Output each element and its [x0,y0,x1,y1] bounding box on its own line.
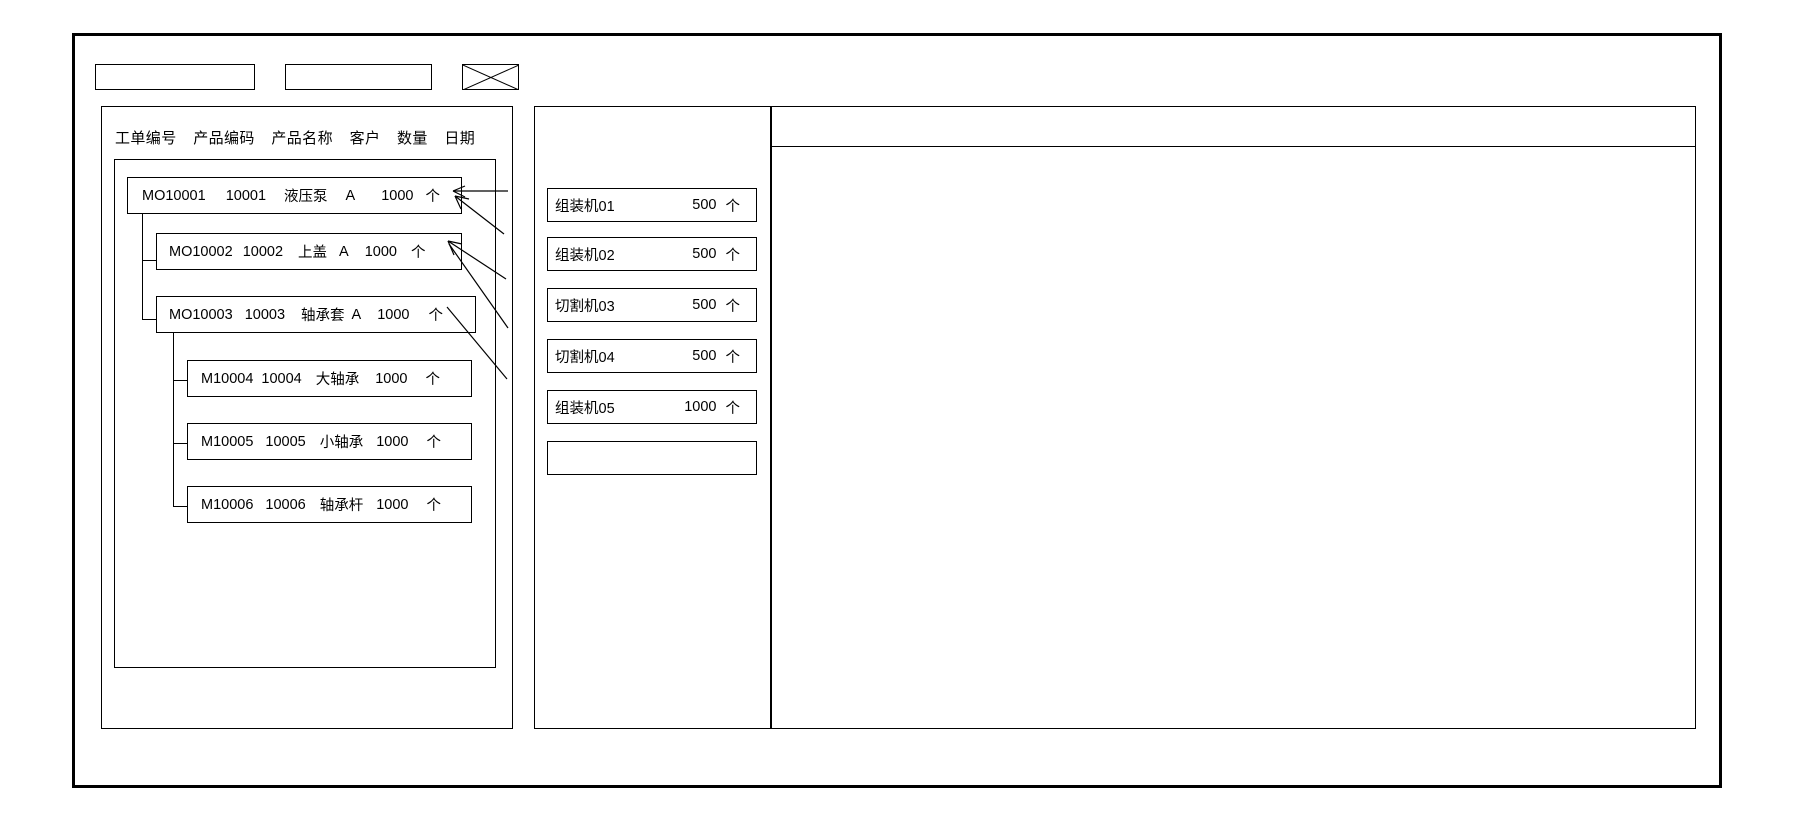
machine-qty: 500 [692,246,717,262]
cell-customer: A [351,306,362,323]
machine-name: 切割机03 [555,298,615,315]
cell-quantity: 1000 [377,306,410,323]
cell-unit: 个 [426,498,442,514]
image-placeholder-icon[interactable] [462,64,519,90]
column-header-order-no: 工单编号 [115,130,177,147]
cell-customer: A [345,187,356,204]
cell-product-name: 轴承杆 [319,498,364,514]
cell-unit: 个 [426,435,442,451]
cell-product-code: 10002 [242,243,284,260]
tree-connector-level2-c [173,320,188,507]
cell-unit: 个 [425,372,441,388]
cell-order-no: MO10003 [169,306,233,323]
toolbar-field-1[interactable] [95,64,255,90]
cell-quantity: 1000 [376,433,409,450]
detail-panel [771,106,1696,729]
machine-slot[interactable]: 切割机03 500 个 [547,288,757,322]
cell-product-code: 10006 [265,496,306,513]
cell-quantity: 1000 [375,370,408,387]
work-order-row[interactable]: MO10002 10002 上盖 A 1000 个 [156,233,462,270]
machine-qty: 500 [692,348,717,364]
machine-slot[interactable]: 组装机05 1000 个 [547,390,757,424]
cell-product-code: 10003 [244,306,286,323]
cell-unit: 个 [410,245,426,261]
app-window: 工单编号 产品编码 产品名称 客户 数量 日期 MO10001 10001 液压… [72,33,1722,788]
cell-unit: 个 [425,189,440,205]
cell-product-name: 小轴承 [319,435,364,451]
machine-unit: 个 [725,198,741,215]
machine-schedule-panel: 组装机01 500 个 组装机02 500 个 切割机03 500 个 切割机0… [534,106,771,729]
work-order-row[interactable]: MO10001 10001 液压泵 A 1000 个 [127,177,462,214]
work-order-row[interactable]: M10004 10004 大轴承 1000 个 [187,360,472,397]
toolbar [95,64,519,90]
work-order-list-container[interactable]: MO10001 10001 液压泵 A 1000 个 MO10002 10002… [114,159,496,668]
cell-order-no: MO10001 [142,187,206,204]
machine-qty: 1000 [684,399,717,415]
machine-name: 组装机05 [555,400,615,417]
machine-unit: 个 [725,400,741,417]
cell-quantity: 1000 [364,243,397,260]
machine-qty: 500 [692,197,717,213]
cell-product-name: 液压泵 [284,189,328,205]
cell-quantity: 1000 [381,187,414,204]
cell-product-code: 10005 [265,433,306,450]
cell-order-no: MO10002 [169,243,233,260]
cell-order-no: M10005 [201,433,254,450]
cell-customer: A [339,243,349,260]
toolbar-field-2[interactable] [285,64,432,90]
work-order-row[interactable]: M10006 10006 轴承杆 1000 个 [187,486,472,523]
column-header-customer: 客户 [349,130,381,147]
work-order-panel: 工单编号 产品编码 产品名称 客户 数量 日期 MO10001 10001 液压… [101,106,513,729]
cell-product-code: 10004 [261,370,302,387]
machine-slot[interactable]: 组装机01 500 个 [547,188,757,222]
detail-panel-divider [772,146,1695,147]
work-order-row[interactable]: M10005 10005 小轴承 1000 个 [187,423,472,460]
column-header-product-code: 产品编码 [193,130,255,147]
machine-unit: 个 [725,247,741,264]
tree-connector-level1-b [142,190,157,261]
cell-product-name: 大轴承 [315,372,360,388]
machine-name: 组装机01 [555,198,615,215]
machine-name: 组装机02 [555,247,615,264]
machine-qty: 500 [692,297,717,313]
cell-order-no: M10004 [201,370,254,387]
cell-product-code: 10001 [225,187,267,204]
machine-slot-empty[interactable] [547,441,757,475]
work-order-column-headers: 工单编号 产品编码 产品名称 客户 数量 日期 [115,127,475,148]
machine-unit: 个 [725,349,741,366]
column-header-product-name: 产品名称 [271,130,333,147]
machine-slot[interactable]: 组装机02 500 个 [547,237,757,271]
cell-unit: 个 [428,308,443,324]
machine-name: 切割机04 [555,349,615,366]
work-order-row[interactable]: MO10003 10003 轴承套 A 1000 个 [156,296,476,333]
machine-unit: 个 [725,298,741,315]
cell-order-no: M10006 [201,496,254,513]
column-header-date: 日期 [444,130,476,147]
cell-product-name: 轴承套 [301,308,345,324]
cell-quantity: 1000 [376,496,409,513]
cell-product-name: 上盖 [298,245,328,261]
machine-slot[interactable]: 切割机04 500 个 [547,339,757,373]
column-header-quantity: 数量 [396,130,428,147]
